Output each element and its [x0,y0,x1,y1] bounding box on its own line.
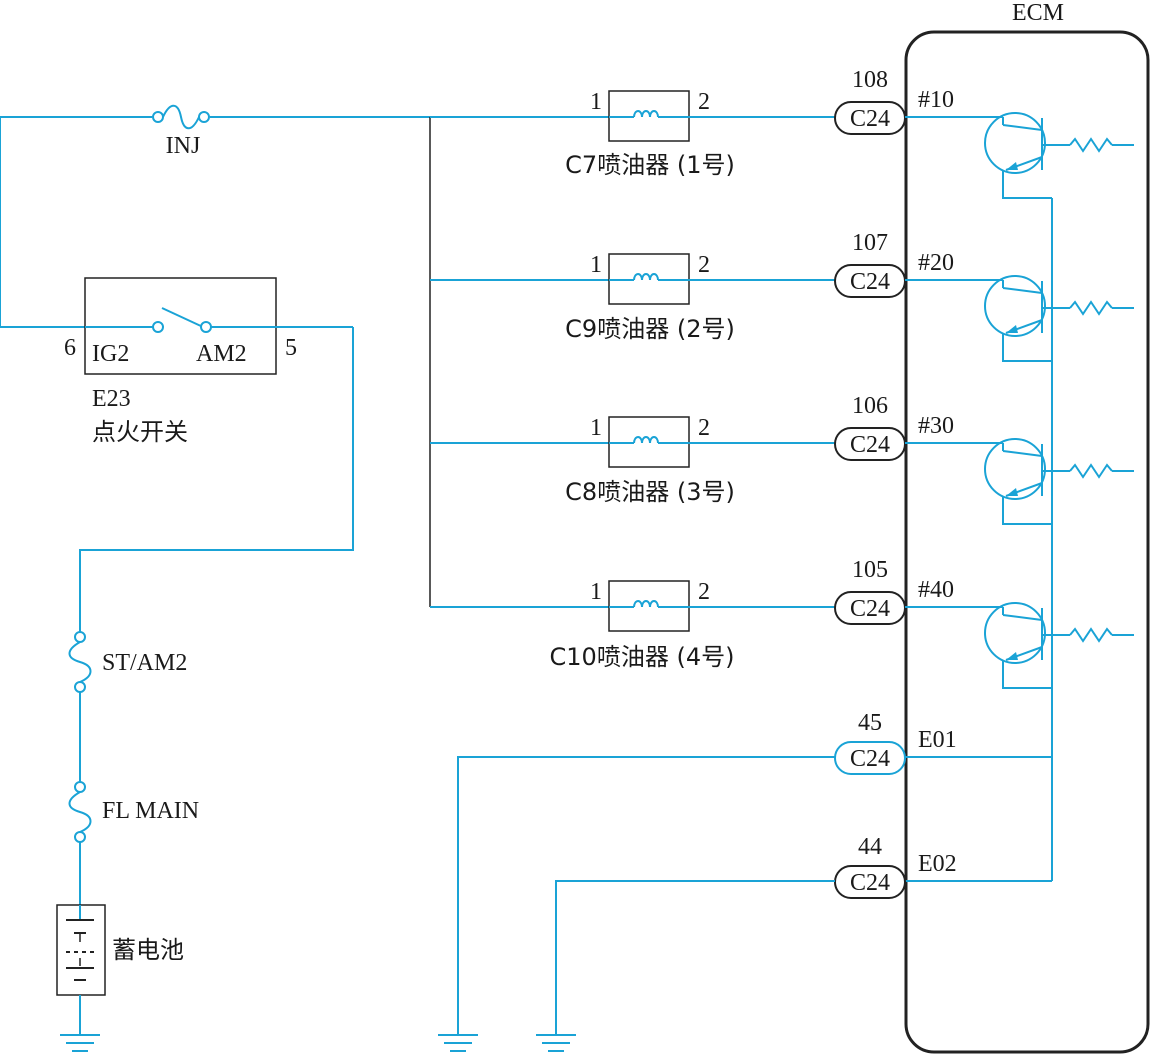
injector-3-label: C8喷油器 (3号) [565,478,735,506]
injector-3-ecm-pin: #30 [918,413,954,439]
fuse-st-am2-label: ST/AM2 [102,650,187,676]
injector-3 [430,416,1003,468]
injector-1-label: C7喷油器 (1号) [565,151,735,179]
ground-e01 [438,741,1052,1052]
ecm-title: ECM [1012,0,1064,26]
injector-1-connector-num: 108 [852,67,888,93]
injector-4-pin2: 2 [698,579,710,605]
injector-3-pin2: 2 [698,415,710,441]
fuse-fl-main-label: FL MAIN [102,798,199,824]
injector-2-label: C9喷油器 (2号) [565,315,735,343]
injector-4-pin1: 1 [590,579,602,605]
driver-transistors [984,112,1134,881]
injector-2-pin1: 1 [590,252,602,278]
injector-2-connector: C24 [850,269,890,295]
am2-pin-number: 5 [285,335,297,361]
ground-e02-connector: C24 [850,870,890,896]
injector-4-label: C10喷油器 (4号) [550,643,735,671]
am2-label: AM2 [196,341,247,367]
injector-1-pin1: 1 [590,89,602,115]
injector-2 [430,253,1003,305]
injector-3-connector: C24 [850,432,890,458]
ground-e01-connector-num: 45 [858,710,882,736]
injector-4 [430,580,1003,632]
ground-e01-connector: C24 [850,746,890,772]
fuse-inj-label: INJ [166,133,201,159]
injector-3-pin1: 1 [590,415,602,441]
ecm-box [904,30,1150,1054]
injector-1 [430,90,1003,142]
switch-name: 点火开关 [92,418,188,446]
ground-e02-connector-num: 44 [858,834,882,860]
injector-1-pin2: 2 [698,89,710,115]
ig2-label: IG2 [92,341,129,367]
ground-e02 [536,865,1052,1052]
injector-2-pin2: 2 [698,252,710,278]
supply-wiring [0,104,430,328]
injector-2-connector-num: 107 [852,230,888,256]
battery-wiring [56,631,106,1052]
injector-2-ecm-pin: #20 [918,250,954,276]
injector-1-ecm-pin: #10 [918,87,954,113]
battery-label: 蓄电池 [112,936,184,964]
ig2-pin-number: 6 [64,335,76,361]
injector-4-connector-num: 105 [852,557,888,583]
switch-code: E23 [92,386,131,412]
injector-4-connector: C24 [850,596,890,622]
ground-e02-ecm-pin: E02 [918,851,957,877]
injector-3-connector-num: 106 [852,393,888,419]
injector-4-ecm-pin: #40 [918,577,954,603]
ignition-switch [79,277,354,632]
ground-e01-ecm-pin: E01 [918,727,957,753]
injector-1-connector: C24 [850,106,890,132]
